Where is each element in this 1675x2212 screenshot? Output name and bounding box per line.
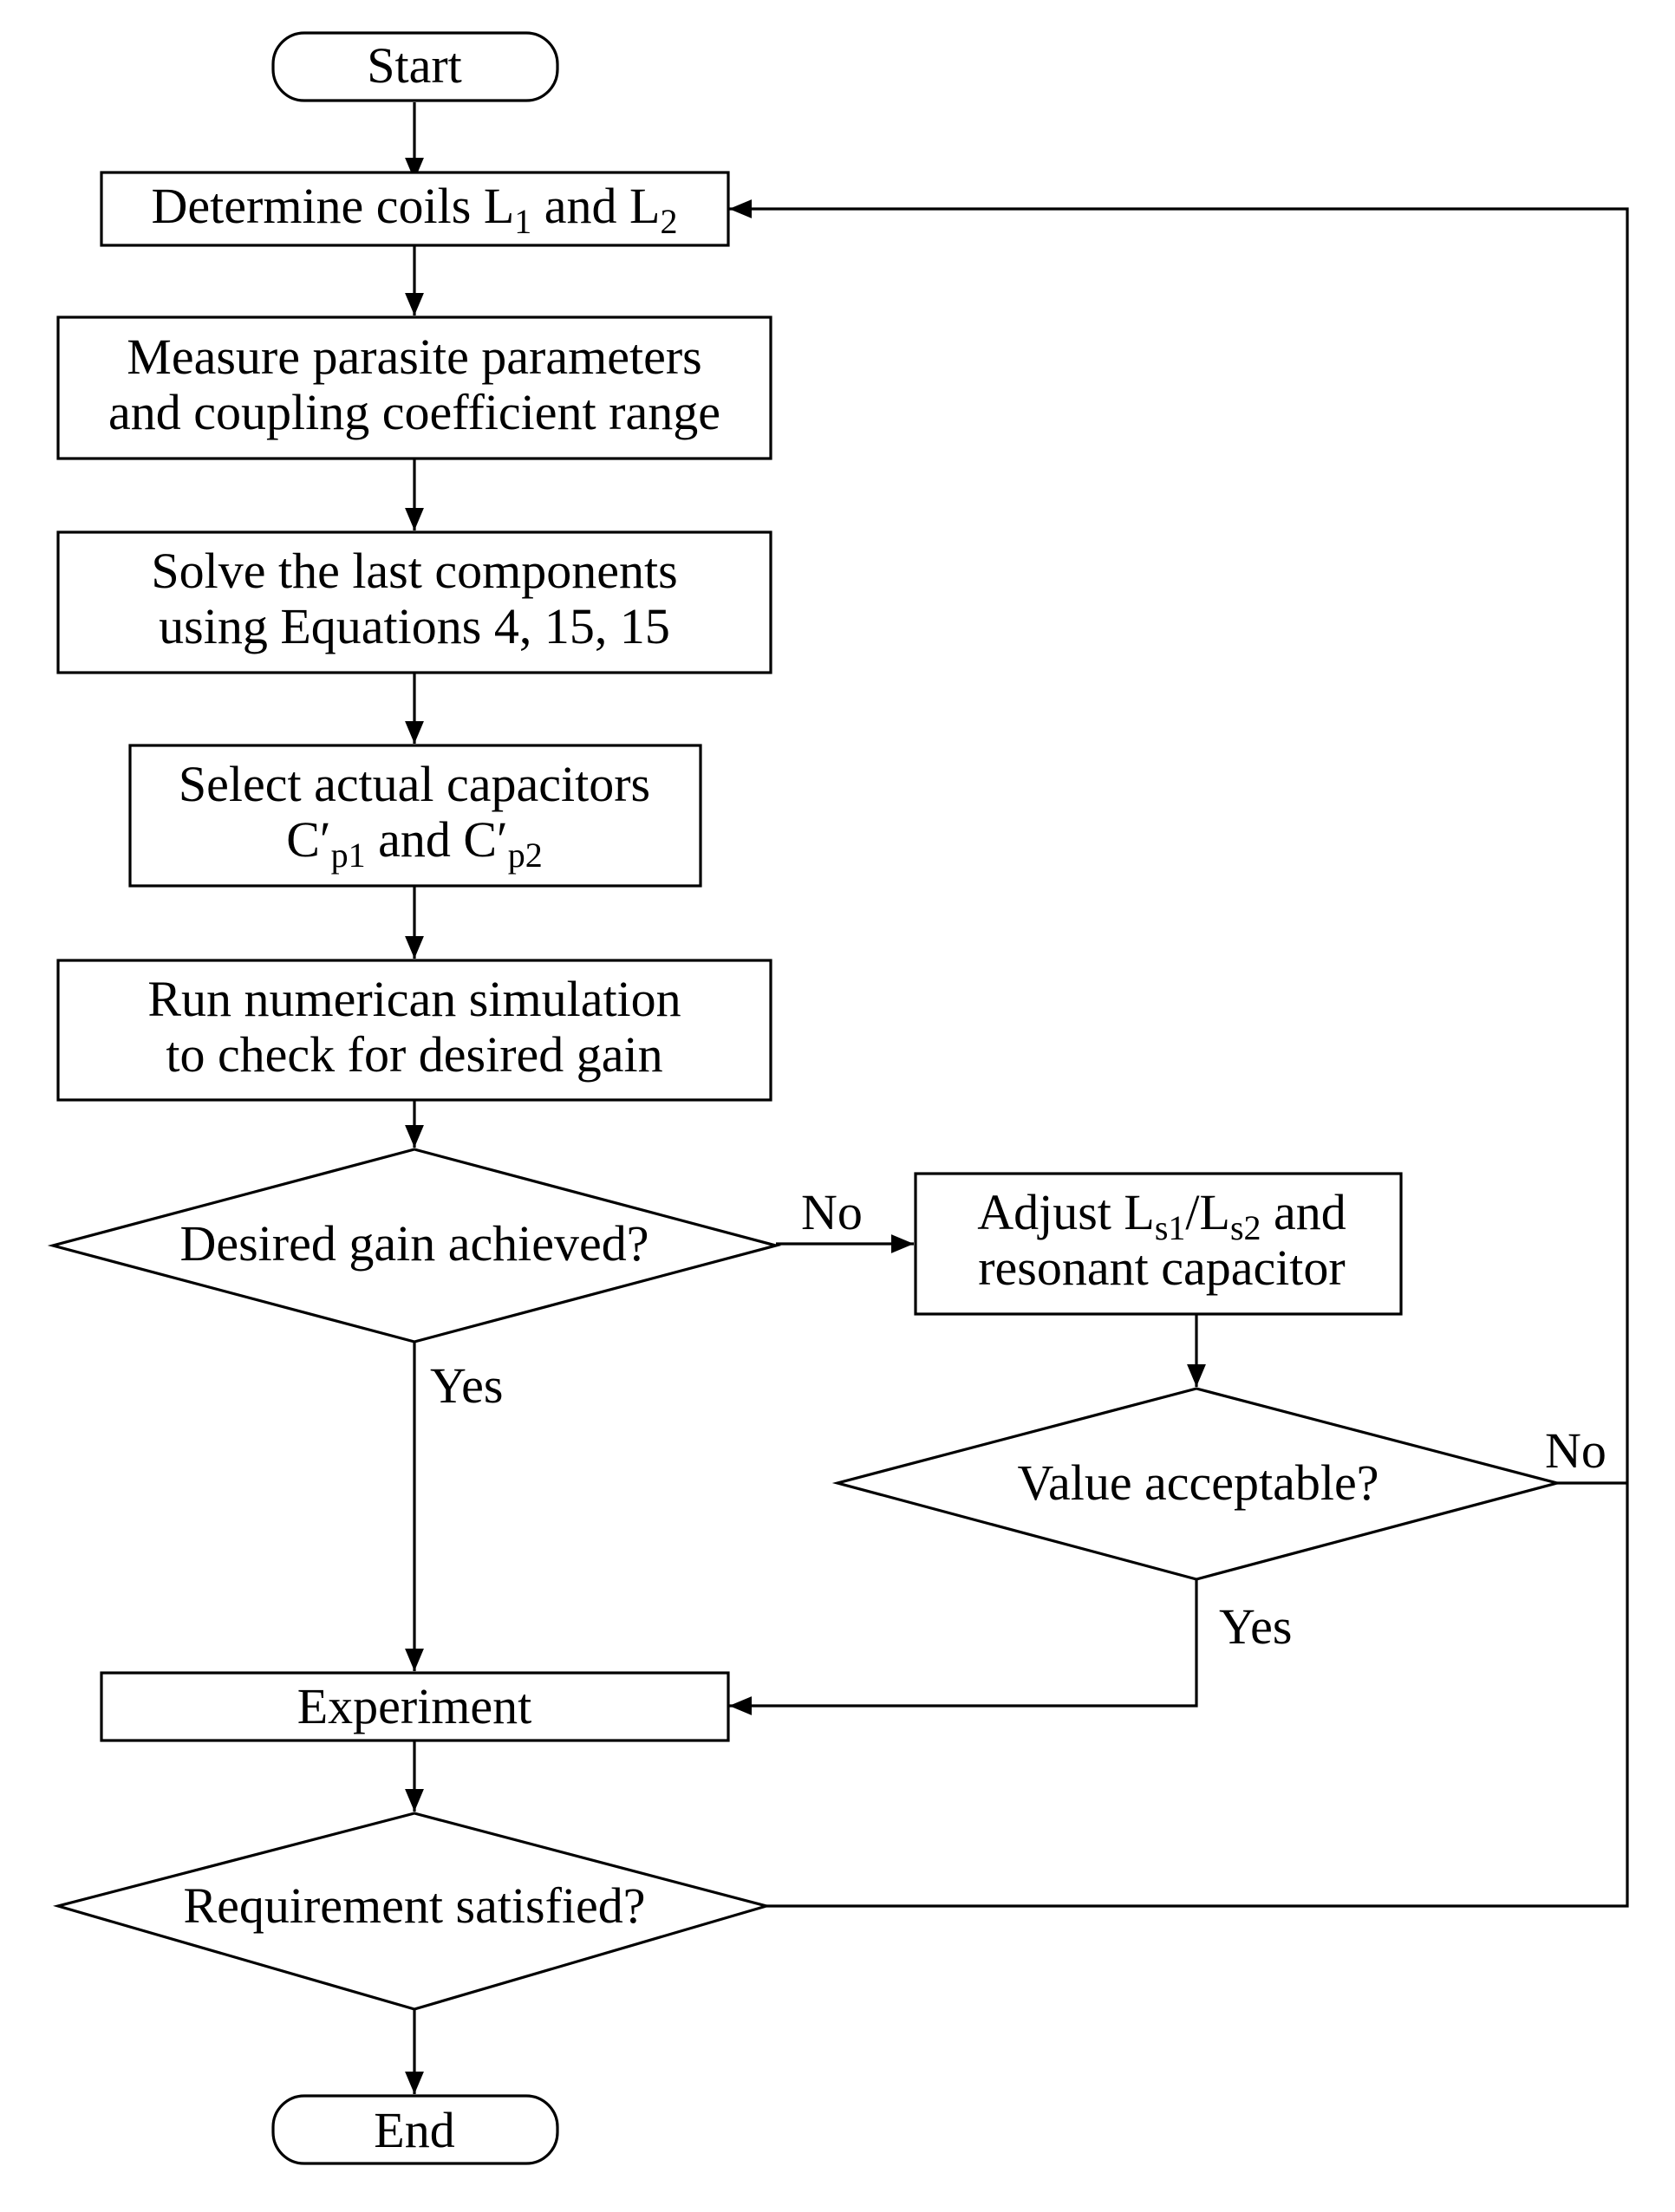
value-decision-diamond bbox=[831, 1387, 1563, 1581]
run-simulation-label-line-2: to check for desired gain bbox=[166, 1026, 662, 1083]
edge-label-gain-yes: Yes bbox=[430, 1357, 503, 1414]
select-capacitors-text-2: and C′ bbox=[366, 811, 508, 868]
edge-label-value-no: No bbox=[1545, 1422, 1607, 1479]
adjust-label-line-1: Adjust Ls1/Ls2 and bbox=[977, 1184, 1346, 1247]
gain-decision-diamond bbox=[47, 1148, 782, 1343]
gain-decision-node: Desired gain achieved? bbox=[47, 1148, 782, 1343]
value-decision-label: Value acceptable? bbox=[1018, 1454, 1379, 1511]
measure-label-line-1: Measure parasite parameters bbox=[127, 329, 701, 385]
end-label: End bbox=[374, 2102, 454, 2158]
determine-coils-text-1: Determine coils L bbox=[152, 178, 515, 234]
adjust-node: Adjust Ls1/Ls2 and resonant capacitor bbox=[914, 1172, 1403, 1316]
arrow-value-yes-to-experiment bbox=[729, 1579, 1198, 1715]
select-capacitors-subscript-1: p1 bbox=[331, 836, 366, 875]
start-terminator bbox=[271, 31, 559, 102]
measure-label-line-2: and coupling coefficient range bbox=[108, 384, 720, 440]
select-capacitors-node: Select actual capacitors C′p1 and C′p2 bbox=[128, 744, 702, 888]
requirement-decision-node: Requirement satisfied? bbox=[52, 1812, 772, 2011]
experiment-node: Experiment bbox=[100, 1671, 730, 1742]
adjust-subscript-1: s1 bbox=[1155, 1208, 1186, 1247]
start-node: Start bbox=[271, 31, 559, 102]
experiment-box bbox=[100, 1671, 730, 1742]
requirement-decision-diamond bbox=[52, 1812, 772, 2011]
requirement-decision-label: Requirement satisfied? bbox=[183, 1877, 645, 1934]
determine-coils-subscript-2: 2 bbox=[660, 202, 677, 241]
adjust-text-1: Adjust L bbox=[977, 1184, 1155, 1240]
run-simulation-node: Run numerican simulation to check for de… bbox=[56, 959, 772, 1102]
start-label: Start bbox=[367, 37, 462, 94]
select-capacitors-label-line-1: Select actual capacitors bbox=[179, 756, 650, 812]
determine-coils-subscript-1: 1 bbox=[514, 202, 531, 241]
adjust-box bbox=[914, 1172, 1403, 1316]
solve-node: Solve the last components using Equation… bbox=[56, 530, 772, 674]
select-capacitors-text-1: C′ bbox=[286, 811, 330, 868]
end-terminator bbox=[271, 2094, 559, 2165]
determine-coils-text-2: and L bbox=[531, 178, 660, 234]
determine-coils-node: Determine coils L1 and L2 bbox=[100, 171, 730, 247]
experiment-label: Experiment bbox=[297, 1678, 532, 1734]
solve-label-line-2: using Equations 4, 15, 15 bbox=[159, 598, 670, 654]
select-capacitors-subscript-2: p2 bbox=[508, 836, 543, 875]
edge-label-value-yes: Yes bbox=[1219, 1598, 1292, 1655]
determine-coils-box bbox=[100, 171, 730, 247]
adjust-text-2: /L bbox=[1185, 1184, 1230, 1240]
select-capacitors-box bbox=[128, 744, 702, 888]
run-simulation-box bbox=[56, 959, 772, 1102]
gain-decision-label: Desired gain achieved? bbox=[179, 1215, 648, 1272]
determine-coils-label: Determine coils L1 and L2 bbox=[152, 178, 678, 241]
end-node: End bbox=[271, 2094, 559, 2165]
connectors bbox=[405, 102, 1629, 2094]
measure-node: Measure parasite parameters and coupling… bbox=[56, 316, 772, 460]
run-simulation-label-line-1: Run numerican simulation bbox=[147, 971, 681, 1027]
value-decision-node: Value acceptable? bbox=[831, 1387, 1563, 1581]
arrow-requirement-no-loop-to-determine bbox=[729, 199, 1629, 1908]
measure-box bbox=[56, 316, 772, 460]
adjust-label-line-2: resonant capacitor bbox=[978, 1239, 1346, 1296]
adjust-subscript-2: s2 bbox=[1230, 1208, 1261, 1247]
solve-label-line-1: Solve the last components bbox=[151, 543, 677, 599]
edge-label-gain-no: No bbox=[801, 1184, 863, 1240]
solve-box bbox=[56, 530, 772, 674]
select-capacitors-label-line-2: C′p1 and C′p2 bbox=[286, 811, 543, 875]
adjust-text-3: and bbox=[1261, 1184, 1346, 1240]
